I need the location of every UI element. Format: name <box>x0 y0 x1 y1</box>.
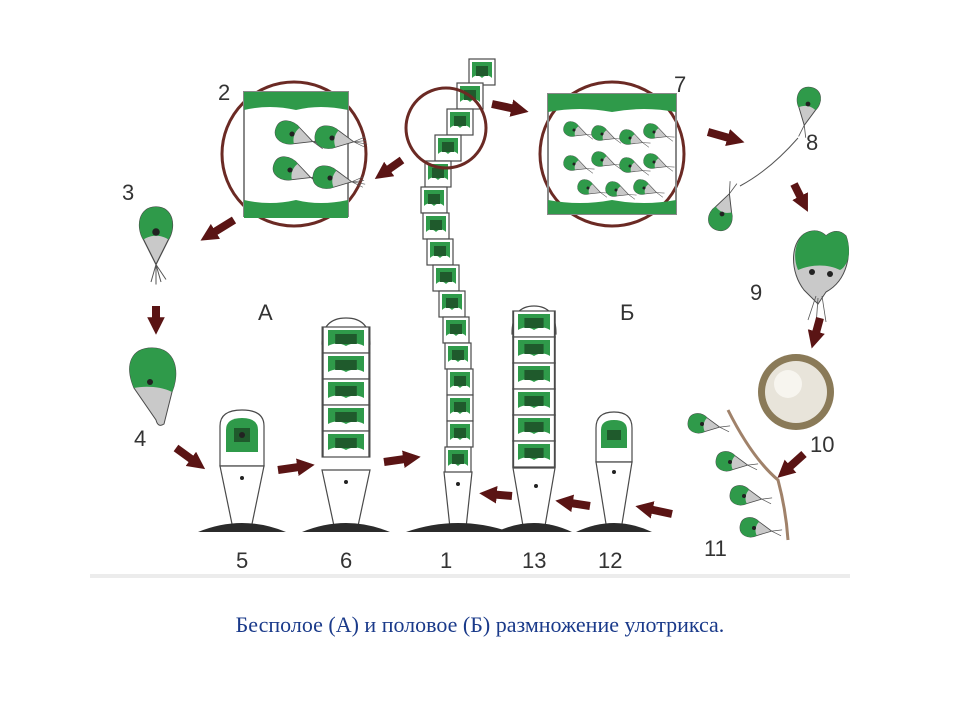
arrow-1-to-2 <box>374 156 405 180</box>
arrow-12-to-13 <box>555 494 591 513</box>
arrow-11-to-12 <box>635 501 673 519</box>
label-1: 1 <box>440 548 452 573</box>
section-label-a: А <box>258 300 273 325</box>
arrow-9-to-10 <box>807 316 825 349</box>
zoom-circle-gametangium <box>538 80 686 228</box>
label-5: 5 <box>236 548 248 573</box>
filament-13 <box>496 305 572 532</box>
arrow-4-to-5 <box>173 444 206 470</box>
figure-caption: Бесполое (А) и половое (Б) размножение у… <box>235 612 725 637</box>
zoospore-4 <box>129 347 177 426</box>
filament-6 <box>302 317 390 532</box>
germling-5 <box>198 409 286 532</box>
gametes-11 <box>686 409 790 543</box>
arrow-7-to-8 <box>706 128 745 147</box>
resting-zygote-10 <box>758 354 834 430</box>
arrow-1-to-7 <box>491 99 529 117</box>
label-3: 3 <box>122 180 134 205</box>
arrow-8-to-9 <box>790 182 808 212</box>
label-8: 8 <box>806 130 818 155</box>
section-label-b: Б <box>620 300 634 325</box>
label-4: 4 <box>134 426 146 451</box>
zygote-9 <box>793 230 849 327</box>
ground-line <box>90 574 850 578</box>
arrow-10-to-11 <box>777 451 807 478</box>
label-6: 6 <box>340 548 352 573</box>
label-9: 9 <box>750 280 762 305</box>
arrow-5-to-6 <box>277 458 315 476</box>
filament-1 <box>404 58 510 532</box>
cycle-arrows <box>147 99 825 519</box>
zoom-circle-zoosporangium <box>220 80 370 228</box>
arrow-13-to-1 <box>479 485 513 504</box>
arrow-6-to-1 <box>383 450 421 468</box>
label-13: 13 <box>522 548 546 573</box>
ulothrix-life-cycle-diagram: 1 2 3 4 5 6 7 8 9 10 11 12 13 А Б <box>90 58 850 578</box>
zoospore-3 <box>138 206 174 286</box>
arrow-2-to-3 <box>200 216 237 241</box>
label-12: 12 <box>598 548 622 573</box>
label-11: 11 <box>704 536 727 561</box>
label-7: 7 <box>674 72 686 97</box>
gametes-8 <box>704 84 823 235</box>
germling-12 <box>576 411 652 532</box>
label-2: 2 <box>218 80 230 105</box>
zoom-circle-filament <box>404 86 488 170</box>
label-10: 10 <box>810 432 834 457</box>
